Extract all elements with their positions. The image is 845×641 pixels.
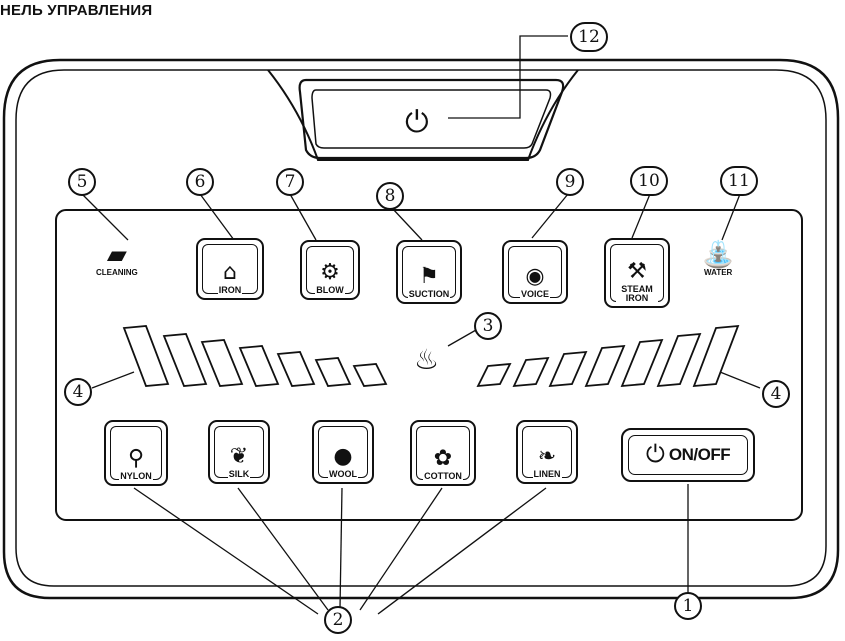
indicator-iron: ⌂ IRON: [196, 238, 264, 300]
leader-9: [531, 193, 569, 239]
leader-11: [721, 193, 741, 241]
fabric-button-nylon[interactable]: ⚲ NYLON: [104, 420, 168, 486]
right-level-bars: [476, 324, 740, 388]
indicator-label: BLOW: [315, 285, 345, 295]
leader-lines: [81, 35, 761, 615]
inner-panel: [55, 209, 803, 521]
callout-11: 11: [720, 166, 758, 196]
level-bar: [122, 325, 170, 387]
callout-4-right: 4: [762, 380, 790, 408]
indicator-label: STEAM IRON: [616, 285, 658, 303]
level-bar: [162, 333, 208, 387]
callout-10: 10: [630, 166, 668, 196]
indicator-label: VOICE: [519, 289, 550, 299]
fabric-button-cotton[interactable]: ✿ COTTON: [410, 420, 476, 486]
suction-icon: ⚑: [419, 264, 439, 289]
wool-icon: ●: [333, 444, 353, 469]
level-bar: [314, 357, 352, 387]
leader-2d: [359, 487, 443, 611]
fabric-label: COTTON: [423, 471, 463, 481]
top-power-window-inner: [311, 89, 552, 149]
leader-3: [447, 329, 477, 347]
level-bar: [276, 351, 316, 387]
left-level-bars: [122, 325, 388, 387]
power-icon: ⏻: [645, 441, 665, 468]
level-bar: [692, 324, 740, 388]
level-bar: [238, 345, 280, 387]
onoff-label: ON/OFF: [668, 445, 731, 464]
panel-outer-border: [2, 58, 840, 600]
leader-5: [81, 193, 129, 241]
iron-icon: ⌂: [223, 260, 237, 285]
callout-1: 1: [674, 592, 702, 620]
onoff-button[interactable]: ⏻ ON/OFF: [621, 428, 755, 482]
leader-2b: [237, 487, 329, 611]
linen-icon: ❧: [537, 444, 557, 469]
level-bar: [512, 356, 550, 388]
callout-7: 7: [276, 168, 304, 196]
fabric-button-linen[interactable]: ❧ LINEN: [516, 420, 578, 484]
callout-9: 9: [556, 168, 584, 196]
cleaning-icon: ▰: [106, 239, 127, 269]
leader-6: [199, 193, 235, 241]
leader-12: [448, 35, 568, 119]
cotton-icon: ✿: [433, 446, 453, 471]
callout-3: 3: [474, 312, 502, 340]
indicator-water: ⛲ WATER: [702, 240, 734, 277]
level-bar: [476, 362, 512, 388]
level-bar: [620, 338, 664, 388]
indicator-blow: ⚙ BLOW: [300, 240, 360, 300]
leader-7: [289, 193, 317, 241]
leader-10: [631, 193, 651, 239]
callout-8: 8: [376, 182, 404, 210]
level-bar: [352, 363, 388, 387]
indicator-label: WATER: [704, 268, 733, 277]
callout-2: 2: [324, 606, 352, 634]
steam-level-icon: ♨: [414, 344, 440, 375]
panel-outer-border-inner: [15, 69, 827, 587]
shirt-icon: ⚲: [127, 446, 145, 471]
fabric-label: LINEN: [532, 469, 562, 479]
indicator-voice: ◉ VOICE: [502, 240, 568, 304]
blow-icon: ⚙: [320, 260, 340, 285]
fabric-label: SILK: [227, 469, 251, 479]
indicator-label: IRON: [217, 285, 243, 295]
fabric-label: NYLON: [119, 471, 153, 481]
leader-8: [391, 207, 423, 241]
leader-2a: [133, 487, 319, 615]
callout-12: 12: [570, 22, 608, 52]
main-power-button[interactable]: ⏻: [405, 105, 429, 140]
leader-2c: [339, 487, 343, 609]
leader-2e: [377, 487, 547, 615]
callout-5: 5: [68, 168, 96, 196]
fabric-button-wool[interactable]: ● WOOL: [312, 420, 374, 484]
fabric-button-silk[interactable]: ❦ SILK: [208, 420, 270, 484]
leader-4-left: [91, 371, 135, 389]
top-power-window-outer: [298, 78, 565, 160]
page-title: НЕЛЬ УПРАВЛЕНИЯ: [0, 2, 153, 19]
indicator-steam-iron: ⚒ STEAM IRON: [604, 238, 670, 308]
water-tap-icon: ⛲: [702, 239, 735, 269]
power-icon: ⏻: [405, 105, 429, 140]
steam-iron-icon: ⚒: [627, 259, 647, 284]
voice-icon: ◉: [525, 264, 545, 289]
top-bump: [267, 69, 579, 161]
leader-4-right: [719, 371, 761, 389]
level-bar: [200, 339, 244, 387]
level-bar: [584, 344, 626, 388]
callout-4-left: 4: [64, 378, 92, 406]
fabric-label: WOOL: [328, 469, 358, 479]
silk-icon: ❦: [229, 444, 249, 469]
indicator-label: CLEANING: [96, 268, 138, 277]
level-bar: [548, 350, 588, 388]
indicator-cleaning: ▰ CLEANING: [96, 240, 138, 277]
indicator-suction: ⚑ SUCTION: [396, 240, 462, 304]
level-bar: [656, 332, 702, 388]
callout-6: 6: [186, 168, 214, 196]
indicator-label: SUCTION: [407, 289, 451, 299]
